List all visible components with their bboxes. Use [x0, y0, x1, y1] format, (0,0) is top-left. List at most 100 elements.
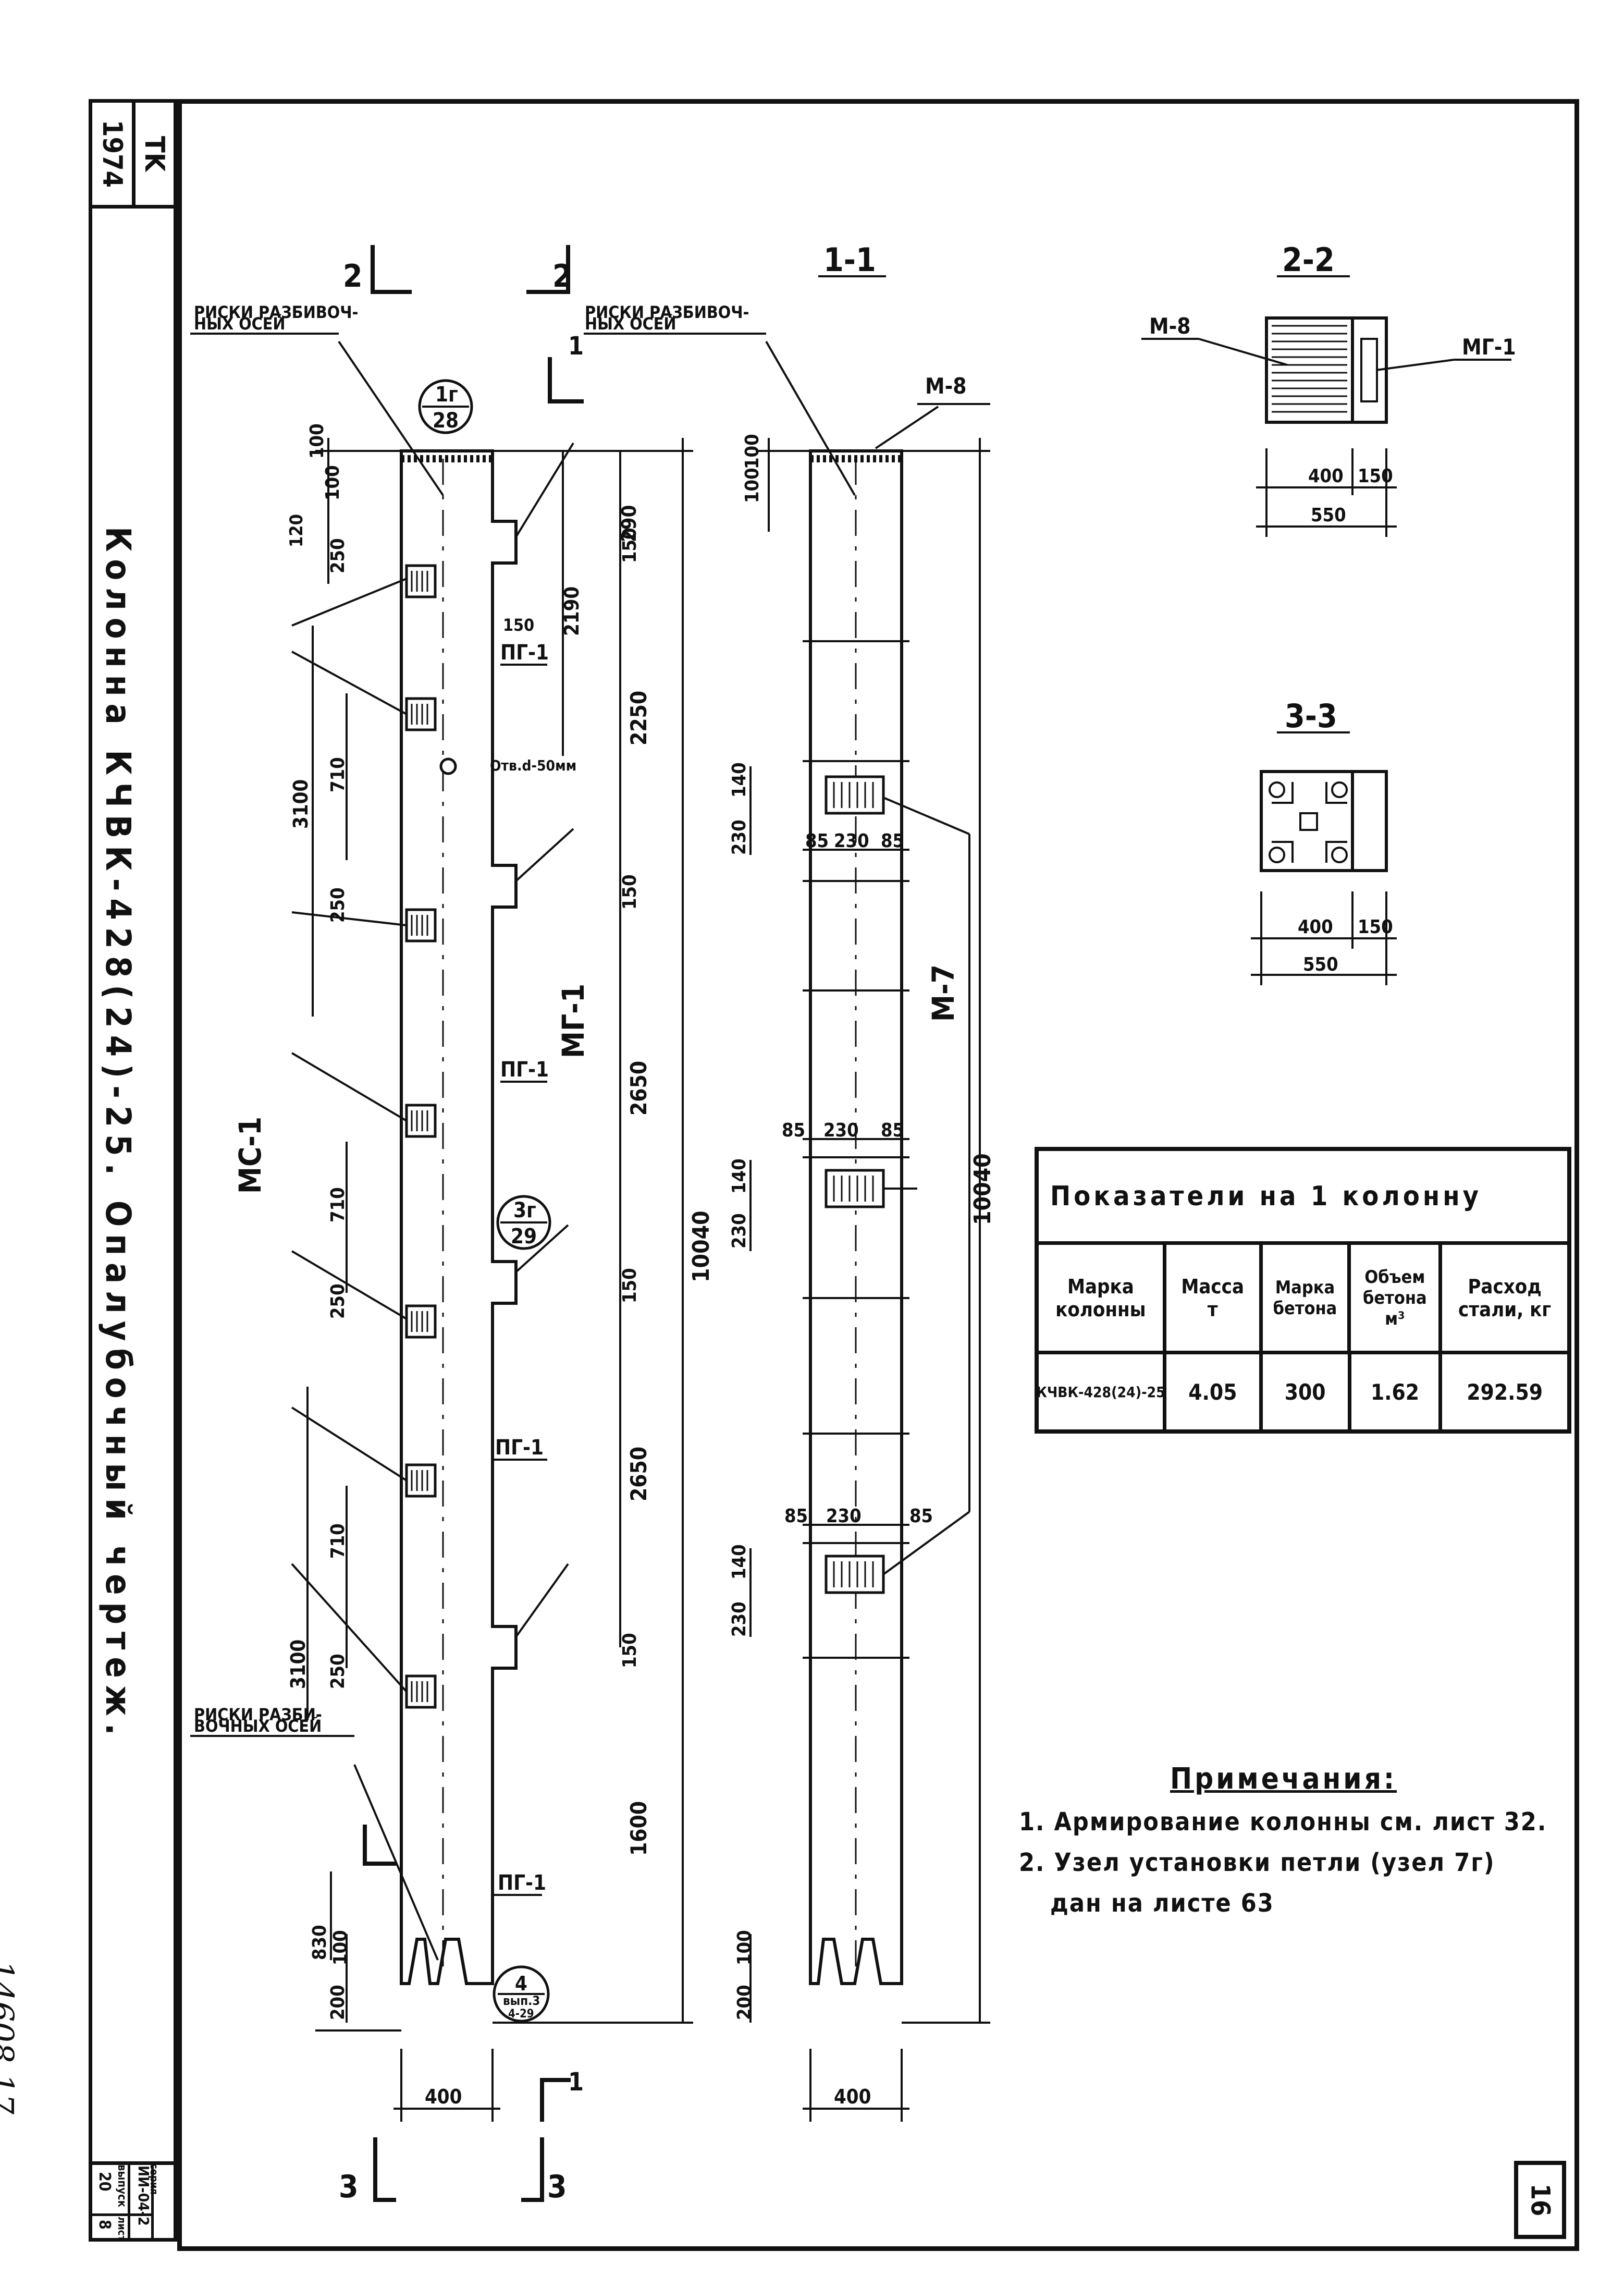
- sec-d230w1: 230: [834, 830, 869, 852]
- label-m8: М-8: [925, 373, 967, 399]
- note-1: 1. Армирование колонны см. лист 32.: [1019, 1807, 1547, 1837]
- section11-breaks: [803, 640, 909, 1659]
- title-strip: 1974 TK: [89, 99, 177, 2242]
- rotated-labels: 100 100 120 250 3100 710 250 710 250 710…: [232, 423, 996, 2020]
- sec-d85b: 85: [881, 830, 904, 852]
- section-d400: 400: [834, 2085, 871, 2108]
- label-mc1: МС-1: [232, 1117, 268, 1194]
- sd100c: 100: [734, 1930, 755, 1965]
- drawing-frame: [177, 99, 1579, 2251]
- sec33-d400: 400: [1298, 916, 1333, 938]
- node4-bot: 4-29: [508, 2008, 534, 2021]
- sec-d85c: 85: [782, 1120, 805, 1141]
- fd100a: 100: [306, 423, 328, 459]
- section33-title: 3-3: [1285, 697, 1337, 735]
- stamp-bottom: [89, 2161, 177, 2242]
- td-volume: 1.62: [1351, 1354, 1443, 1430]
- cut-label-2-right: 2: [552, 258, 572, 295]
- sd140a: 140: [729, 762, 750, 798]
- sec-d230w2: 230: [823, 1120, 859, 1141]
- fd150s: 150: [503, 615, 534, 635]
- label-m7: М-7: [926, 964, 961, 1022]
- stamp-grid: серия ИИ-04-2 выпуск 20 лист 8: [89, 2161, 177, 2242]
- section22-title: 2-2: [1282, 241, 1335, 279]
- cut-label-3-left: 3: [339, 2169, 359, 2205]
- cut-label-3-right: 3: [547, 2169, 567, 2205]
- plate-ms1: [405, 1463, 437, 1498]
- fd150b: 150: [619, 874, 641, 910]
- fd200: 200: [327, 1985, 349, 2020]
- fd710c: 710: [327, 1523, 349, 1559]
- sd100b: 100: [742, 468, 763, 503]
- leader-risks: [338, 340, 444, 496]
- label-pg1-a: ПГ-1: [500, 641, 549, 665]
- fd100c: 100: [330, 1930, 351, 1965]
- plate-ms1: [405, 908, 437, 943]
- fd250c: 250: [327, 1283, 349, 1319]
- section11-title: 1-1: [823, 241, 876, 279]
- sd140c: 140: [729, 1544, 750, 1580]
- front-plates: [405, 564, 437, 1709]
- page-number-box: 16: [1514, 2161, 1566, 2239]
- section11-dims: [749, 438, 990, 2122]
- node1-bot: 28: [433, 409, 459, 433]
- plate-ms1: [405, 1674, 437, 1709]
- table-row: КЧВК-428(24)-25 4.05 300 1.62 292.59: [1036, 1354, 1567, 1430]
- label-pg1-d: ПГ-1: [498, 1871, 546, 1895]
- fd3100a: 3100: [289, 779, 312, 829]
- hole-circle: [439, 757, 457, 775]
- sec-d85e: 85: [784, 1506, 808, 1527]
- sec22-d550: 550: [1311, 505, 1346, 526]
- risks2-label-a: РИСКИ РАЗБИВОЧ-: [585, 302, 749, 322]
- td-mark: КЧВК-428(24)-25: [1036, 1354, 1166, 1430]
- td-concrete: 300: [1263, 1354, 1351, 1430]
- fd250d: 250: [327, 1654, 349, 1689]
- plate-m7: [825, 1555, 885, 1594]
- risks2-label-b: НЫХ ОСЕЙ: [585, 314, 676, 334]
- fd250a: 250: [327, 538, 349, 573]
- node1-top: 1г: [435, 383, 458, 407]
- label-hole: Отв.d-50мм: [490, 757, 576, 774]
- plate-ms1: [405, 1104, 437, 1138]
- label-underlines: [190, 275, 1511, 1896]
- sec22-d150: 150: [1358, 466, 1393, 487]
- risks3-label-a: РИСКИ РАЗБИ-: [194, 1705, 322, 1724]
- sd140b: 140: [729, 1158, 750, 1194]
- front-view: [400, 449, 518, 1985]
- sd230b: 230: [729, 1213, 750, 1249]
- section22: [1198, 275, 1455, 537]
- label-mg1: МГ-1: [556, 984, 591, 1058]
- fd100b: 100: [322, 465, 343, 500]
- fd250b: 250: [327, 887, 349, 923]
- note-2: 2. Узел установки петли (узел 7г): [1019, 1848, 1495, 1877]
- label-pg1-b: ПГ-1: [500, 1058, 549, 1082]
- sec33-d150: 150: [1358, 916, 1393, 938]
- td-steel: 292.59: [1467, 1379, 1543, 1405]
- fd120: 120: [286, 514, 307, 547]
- sd10040: 10040: [969, 1153, 996, 1225]
- fd1600: 1600: [626, 1801, 651, 1856]
- sec33-d550: 550: [1303, 954, 1338, 975]
- table-caption: Показатели на 1 колонну: [1039, 1151, 1567, 1245]
- front-dims: [306, 438, 693, 2122]
- fd3100b: 3100: [287, 1639, 310, 1689]
- column-outline: [400, 449, 518, 1985]
- node4-mid: вып.3: [503, 1993, 540, 2008]
- sec-d85a: 85: [805, 830, 829, 852]
- sd230a: 230: [729, 819, 750, 855]
- plate-ms1: [405, 564, 437, 598]
- sd200: 200: [734, 1985, 755, 2020]
- notes-title: Примечания:: [1170, 1762, 1397, 1796]
- cut-marks: [363, 245, 584, 2202]
- leaders: [291, 340, 970, 1961]
- plate-ms1: [405, 1304, 437, 1339]
- section11-plates: [825, 775, 885, 1594]
- sec-d85d: 85: [881, 1120, 904, 1141]
